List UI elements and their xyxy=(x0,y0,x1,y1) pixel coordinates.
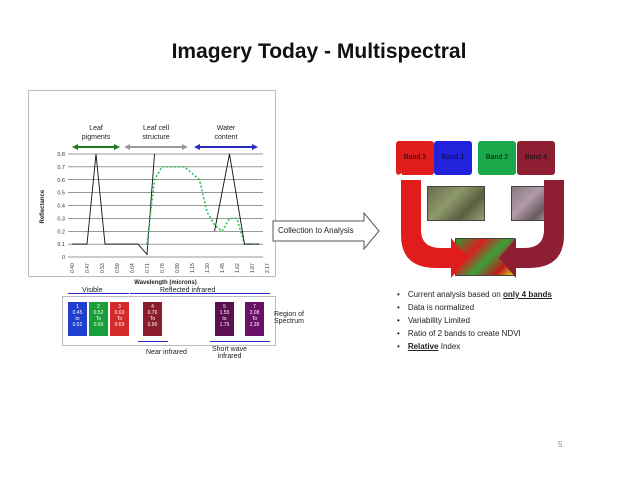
region-label: Region of Spectrum xyxy=(274,311,304,325)
x-tick-label: 0.59 xyxy=(115,263,121,273)
x-tick-label: 1.30 xyxy=(205,263,211,273)
region-arrowhead-right xyxy=(114,144,120,150)
spectrum-band-3: 3 0.63 To 0.69 xyxy=(110,302,129,336)
reflected-ir-label: Reflected infrared xyxy=(160,287,216,294)
y-tick-label: 0.6 xyxy=(57,178,65,184)
reflected-ir-bracket xyxy=(130,293,270,294)
region-label: structure xyxy=(142,134,169,141)
x-tick-label: 0.64 xyxy=(130,263,136,273)
y-tick-label: 0.4 xyxy=(57,204,65,210)
region-arrowhead-right xyxy=(252,144,258,150)
bullet-item: Current analysis based on only 4 bands xyxy=(397,290,552,299)
bullet-text: Ratio of 2 bands to create NDVI xyxy=(407,329,521,338)
spectrum-frame xyxy=(62,296,276,346)
region-label: Leaf cell xyxy=(143,125,170,132)
x-tick-label: 0.47 xyxy=(85,263,91,273)
bullet-text: Data is normalized xyxy=(407,303,475,312)
y-tick-label: 0.5 xyxy=(57,191,65,197)
y-tick-label: 0.8 xyxy=(57,152,65,158)
bullet-list: Current analysis based on only 4 bandsDa… xyxy=(397,290,552,355)
y-tick-label: 0.3 xyxy=(57,216,65,222)
visible-label: Visible xyxy=(82,287,103,294)
slide-title: Imagery Today - Multispectral xyxy=(171,40,467,63)
bullet-emphasis: only 4 bands xyxy=(502,290,552,299)
region-label: Leaf xyxy=(89,125,103,132)
region-label: pigments xyxy=(82,134,111,141)
spectrum-band-4: 4 0.76 To 0.90 xyxy=(143,302,162,336)
spectrum-band-2: 2 0.52 To 0.60 xyxy=(89,302,108,336)
bullet-item: Variability Limited xyxy=(397,316,552,325)
region-arrowhead-left xyxy=(194,144,200,150)
band-button-4: Band 4 xyxy=(517,141,555,175)
band-button-2: Band 1 xyxy=(434,141,472,175)
y-axis-label: Reflectance xyxy=(40,189,46,223)
y-tick-label: 0.1 xyxy=(57,242,65,248)
y-tick-label: 0.2 xyxy=(57,229,65,235)
x-tick-label: 0.53 xyxy=(100,263,106,273)
satellite-thumb-1 xyxy=(427,186,485,221)
region-arrowhead-left xyxy=(72,144,78,150)
bullet-text: Variability Limited xyxy=(407,316,470,325)
spectrum-band-1: 1 0.45 to 0.52 xyxy=(68,302,87,336)
region-arrowhead-right xyxy=(182,144,188,150)
x-tick-label: 1.62 xyxy=(235,263,241,273)
bullet-text: Index xyxy=(438,342,461,351)
x-tick-label: 0.78 xyxy=(160,263,166,273)
bullet-item: Relative Index xyxy=(397,342,552,351)
chart-frame xyxy=(28,90,276,277)
bullet-item: Ratio of 2 bands to create NDVI xyxy=(397,329,552,338)
series-line xyxy=(214,153,260,245)
x-tick-label: 0.40 xyxy=(70,263,76,273)
bullet-text: Current analysis based on xyxy=(407,290,503,299)
spectrum-band-5: 5 1.55 to 1.75 xyxy=(215,302,234,336)
region-label: Water xyxy=(217,125,236,132)
x-tick-label: 1.15 xyxy=(190,263,196,273)
x-tick-label: 1.87 xyxy=(250,263,256,273)
band-button-3: Band 2 xyxy=(478,141,516,175)
y-tick-label: 0 xyxy=(62,255,65,261)
shortwave-ir-label: Short wave infrared xyxy=(212,346,248,360)
x-tick-label: 1.45 xyxy=(220,263,226,273)
series-line xyxy=(72,153,155,256)
x-tick-label: 0.99 xyxy=(175,263,181,273)
region-label: content xyxy=(215,134,238,141)
x-axis-label: Wavelength (microns) xyxy=(134,280,196,285)
visible-bracket xyxy=(68,293,129,294)
collection-arrow xyxy=(272,212,380,250)
x-tick-label: 2.17 xyxy=(265,263,271,273)
near-ir-label: Near infrared xyxy=(146,349,187,356)
band-button-1: Band 3 xyxy=(396,141,434,175)
page-number: 5 xyxy=(558,440,563,449)
y-tick-label: 0.7 xyxy=(57,165,65,171)
bullet-emphasis: Relative xyxy=(407,342,439,351)
shortwave-ir-bracket xyxy=(210,341,270,342)
reflectance-chart: 0 0.1 0.2 0.3 0.4 0.5 0.6 0.7 0.8 0.40 0.47 0.53 0.5… xyxy=(40,125,271,285)
near-ir-bracket xyxy=(138,341,168,342)
collection-label: Collection to Analysis xyxy=(278,226,354,235)
series-line xyxy=(146,166,252,245)
x-tick-label: 0.71 xyxy=(145,263,151,273)
spectrum-band-7: 7 2.08 To 2.35 xyxy=(245,302,264,336)
region-arrowhead-left xyxy=(124,144,130,150)
band-bracket xyxy=(396,173,566,179)
bullet-item: Data is normalized xyxy=(397,303,552,312)
merge-arrows xyxy=(401,180,564,278)
